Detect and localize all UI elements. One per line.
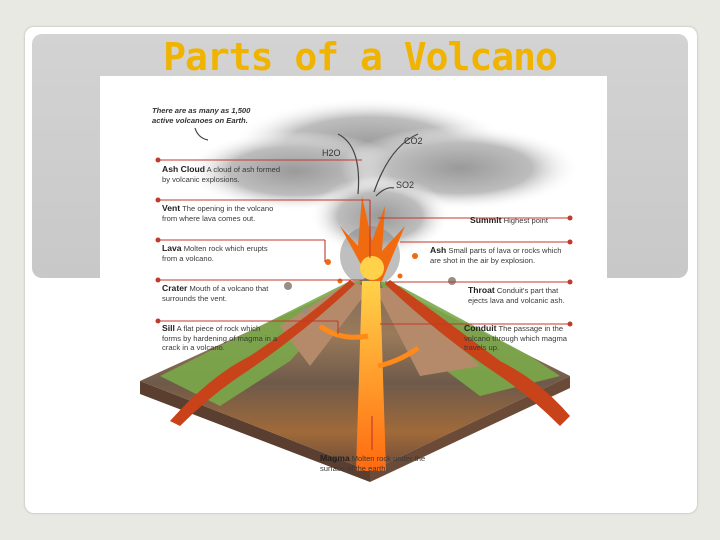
lava-desc: Molten rock which erupts from a volcano. xyxy=(162,244,268,263)
conduit-desc: The passage in the volcano through which… xyxy=(464,324,567,352)
volcano-cross-section xyxy=(140,276,570,482)
vent-desc: The opening in the volcano from where la… xyxy=(162,204,274,223)
sill-term: Sill xyxy=(162,323,175,333)
eruption-graphic xyxy=(284,196,456,314)
throat-term: Throat xyxy=(468,285,495,295)
ash-cloud-term: Ash Cloud xyxy=(162,164,205,174)
volcano-diagram: H2O CO2 SO2 There are as many as 1,500 a… xyxy=(100,76,607,482)
ash-desc: Small parts of lava or rocks which are s… xyxy=(430,246,562,265)
vent-term: Vent xyxy=(162,203,181,213)
volcano-illustration xyxy=(140,98,580,482)
ash-cloud-desc: A cloud of ash formed by volcanic explos… xyxy=(162,165,281,184)
h2o-label: H2O xyxy=(322,148,341,158)
conduit-label: Conduit The passage in the volcano throu… xyxy=(464,323,568,353)
lava-term: Lava xyxy=(162,243,182,253)
gas-arrows xyxy=(194,127,419,197)
crater-label: Crater Mouth of a volcano that surrounds… xyxy=(162,283,272,303)
magma-term: Magma xyxy=(320,453,350,463)
vent-label: Vent The opening in the volcano from whe… xyxy=(162,203,287,223)
callout-lines xyxy=(158,159,570,450)
lava-label: Lava Molten rock which erupts from a vol… xyxy=(162,243,272,263)
ash-cloud-label: Ash Cloud A cloud of ash formed by volca… xyxy=(162,164,282,184)
ash-label: Ash Small parts of lava or rocks which a… xyxy=(430,245,570,265)
magma-label: Magma Molten rock under the surface of t… xyxy=(320,453,430,473)
active-volcanoes-note: There are as many as 1,500 active volcan… xyxy=(152,106,251,125)
throat-label: Throat Conduit's part that ejects lava a… xyxy=(468,285,568,305)
sill-label: Sill A flat piece of rock which forms by… xyxy=(162,323,280,353)
slide-title: Parts of a Volcano xyxy=(163,35,558,79)
crater-term: Crater xyxy=(162,283,188,293)
crater-desc: Mouth of a volcano that surrounds the ve… xyxy=(162,284,269,303)
conduit-term: Conduit xyxy=(464,323,497,333)
magma-desc: Molten rock under the surface of the ear… xyxy=(320,454,426,473)
ash-term: Ash xyxy=(430,245,447,255)
summit-desc: Highest point xyxy=(503,216,548,225)
summit-term: Summit xyxy=(470,215,502,225)
so2-label: SO2 xyxy=(396,180,415,190)
sill-desc: A flat piece of rock which forms by hard… xyxy=(162,324,278,352)
summit-label: Summit Highest point xyxy=(470,215,590,226)
callout-dots xyxy=(155,157,573,327)
throat-desc: Conduit's part that ejects lava and volc… xyxy=(468,286,565,305)
co2-label: CO2 xyxy=(404,136,423,146)
